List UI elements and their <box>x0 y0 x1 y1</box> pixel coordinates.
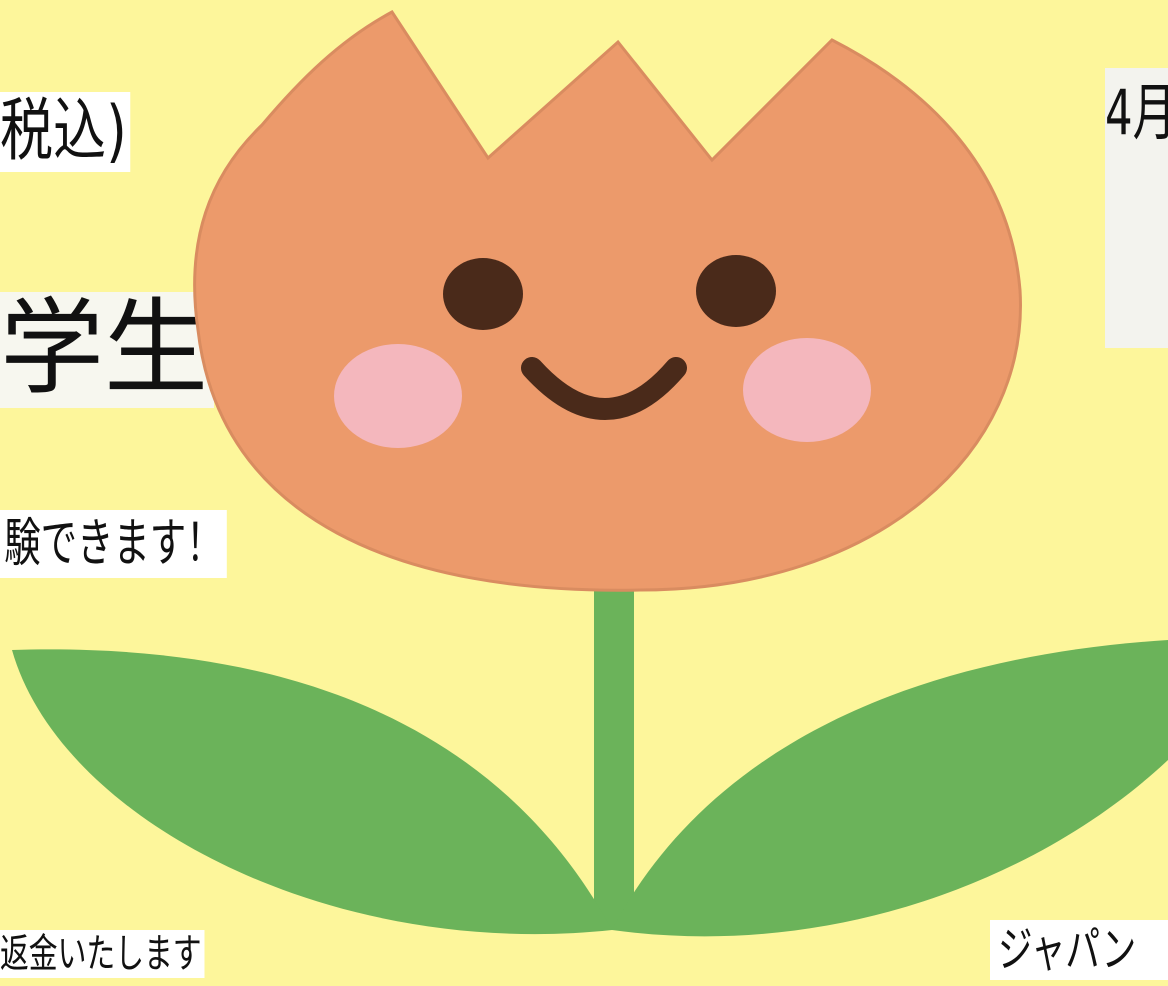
japan-text: ジャパン <box>998 922 1137 978</box>
tulip-petals <box>193 10 1022 592</box>
refund-text: 返金いたします <box>0 930 205 978</box>
japan-text-panel: ジャパン <box>990 920 1168 980</box>
tulip-mouth <box>521 357 687 420</box>
tulip-leaf-right <box>612 640 1168 937</box>
tulip-eye-left <box>443 258 523 330</box>
tulip-stem <box>594 585 634 930</box>
tulip-cheek-left <box>334 344 462 448</box>
tax-included-text: 税込) <box>0 92 130 172</box>
tulip-cheek-right <box>743 338 871 442</box>
experience-text: 験できます！ <box>0 510 227 578</box>
date-panel: 4月 <box>1105 68 1168 348</box>
tulip-eye-right <box>696 255 776 327</box>
student-text: 学生 <box>0 292 215 408</box>
tulip-leaf-left <box>12 649 612 935</box>
